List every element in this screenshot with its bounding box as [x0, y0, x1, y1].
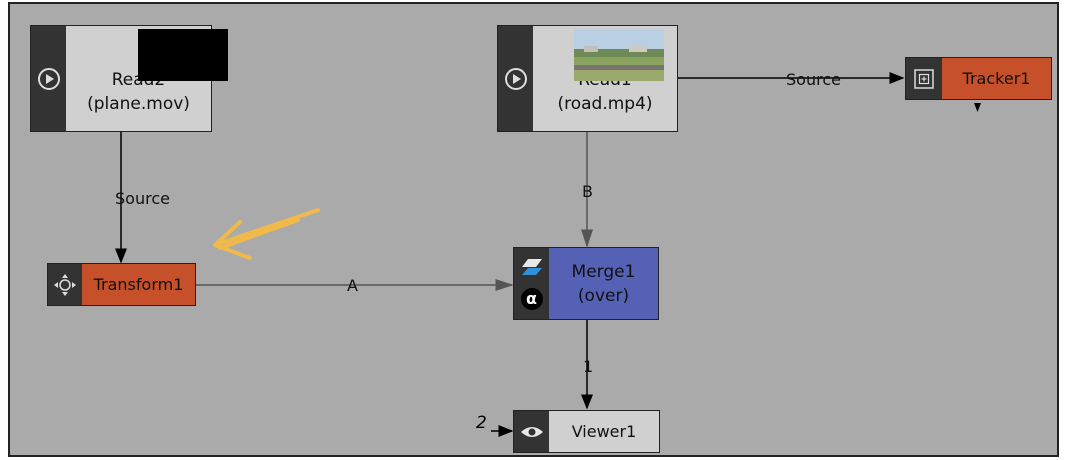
target-square-icon: [914, 68, 934, 89]
move-arrows-icon: [54, 273, 76, 296]
viewer1-node[interactable]: Viewer1: [513, 410, 660, 453]
wire-label-source-transform: Source: [115, 189, 170, 208]
wire-label-2: 2: [476, 413, 487, 433]
wire-label-a: A: [347, 276, 358, 295]
merge1-node-sidebar: α: [514, 248, 549, 319]
annotation-arrow: [213, 208, 320, 260]
eye-icon: [520, 426, 543, 437]
tracker1-node-sidebar: [906, 58, 942, 99]
merge-layers-icon: [521, 259, 542, 276]
read2-node[interactable]: Read2 (plane.mov): [30, 25, 228, 132]
play-circle-icon: [504, 67, 527, 90]
viewer1-node-sidebar: [514, 411, 549, 452]
transform1-node[interactable]: Transform1: [47, 263, 196, 306]
alpha-icon: α: [520, 287, 543, 310]
viewer1-node-label: Viewer1: [549, 411, 659, 452]
merge1-node[interactable]: α Merge1 (over): [513, 247, 659, 320]
read1-node-file: (road.mp4): [557, 94, 653, 114]
read1-node[interactable]: Read1 (road.mp4): [497, 25, 678, 132]
merge1-node-name: Merge1: [571, 261, 636, 282]
read1-thumbnail-road: [574, 29, 664, 81]
wire-label-1: 1: [583, 357, 594, 376]
transform1-node-sidebar: [48, 264, 82, 305]
read2-thumbnail-redacted: [138, 29, 228, 81]
tracker1-node[interactable]: Tracker1: [905, 57, 1052, 100]
play-circle-icon: [37, 67, 60, 90]
tracker1-node-label: Tracker1: [942, 58, 1051, 99]
tracker-output-arrow: [974, 103, 981, 112]
wire-label-source-tracker: Source: [786, 70, 841, 89]
transform1-node-label: Transform1: [82, 264, 195, 305]
read1-node-sidebar: [498, 26, 533, 131]
wire-label-b: B: [582, 182, 593, 201]
read2-node-sidebar: [31, 26, 66, 131]
merge1-node-op: (over): [577, 285, 630, 306]
read2-node-file: (plane.mov): [87, 94, 190, 114]
